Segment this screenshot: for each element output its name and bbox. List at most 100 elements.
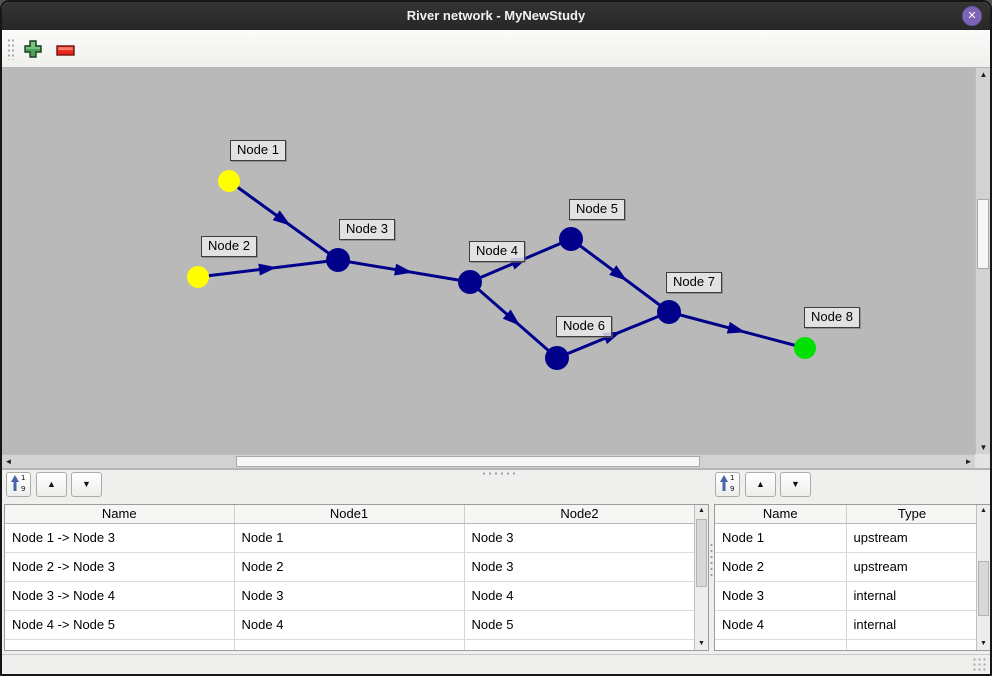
column-header[interactable]: Node2 [464,505,696,524]
table-cell[interactable] [5,639,235,650]
column-header[interactable]: Node1 [234,505,465,524]
titlebar[interactable]: River network - MyNewStudy ✕ [2,2,990,30]
table-cell[interactable]: Node 3 -> Node 4 [5,581,235,611]
table-cell[interactable]: Node 3 [234,581,465,611]
node-circle[interactable] [794,337,816,359]
resize-grip[interactable] [972,657,987,672]
table-cell[interactable] [846,639,979,650]
toolbar-drag-handle[interactable] [7,38,15,60]
flow-direction-arrow-icon [258,263,277,276]
vertical-scroll-thumb[interactable] [977,199,989,269]
add-node-button[interactable] [21,37,45,61]
table-cell[interactable] [234,639,465,650]
node-circle[interactable] [559,227,583,251]
up-arrow-icon: ▲ [47,479,56,489]
status-bar [2,654,990,674]
node-circle[interactable] [218,170,240,192]
vertical-splitter[interactable] [709,542,714,578]
nodes-table-scrollbar[interactable]: ▲ ▼ [976,505,990,650]
node-label[interactable]: Node 3 [339,219,395,240]
branches-move-up-button[interactable]: ▲ [36,472,67,497]
sort-ascending-1-9-icon: 1 9 [720,474,734,493]
scroll-down-icon[interactable]: ▼ [698,640,705,647]
node-label[interactable]: Node 2 [201,236,257,257]
svg-text:9: 9 [730,485,734,492]
scroll-thumb[interactable] [978,561,989,616]
nodes-move-up-button[interactable]: ▲ [745,472,776,497]
node-label[interactable]: Node 8 [804,307,860,328]
table-cell[interactable]: Node 1 [715,523,847,553]
horizontal-splitter[interactable] [2,468,990,475]
node-label[interactable]: Node 6 [556,316,612,337]
horizontal-scroll-thumb[interactable] [236,456,700,467]
table-cell[interactable]: Node 3 [464,552,696,582]
table-cell[interactable]: Node 2 [715,552,847,582]
branches-sort-button[interactable]: 1 9 [6,472,31,497]
table-cell[interactable]: Node 4 [715,610,847,640]
table-cell[interactable]: Node 4 [234,610,465,640]
table-row[interactable] [715,639,979,650]
nodes-sort-button[interactable]: 1 9 [715,472,740,497]
scroll-up-icon[interactable]: ▲ [980,507,987,514]
scroll-right-icon[interactable]: ► [964,457,973,466]
table-cell[interactable]: Node 1 [234,523,465,553]
table-cell[interactable]: internal [846,581,979,611]
scroll-thumb[interactable] [696,519,707,587]
node-circle[interactable] [187,266,209,288]
branches-move-down-button[interactable]: ▼ [71,472,102,497]
table-cell[interactable]: Node 3 [715,581,847,611]
scroll-up-icon[interactable]: ▲ [979,70,988,79]
table-cell[interactable]: Node 3 [464,523,696,553]
table-cell[interactable]: Node 1 -> Node 3 [5,523,235,553]
table-cell[interactable]: internal [846,610,979,640]
network-canvas[interactable]: Node 1 Node 2 Node 3 Node 4 Node 5 Node 6 Node… [2,68,975,454]
svg-text:9: 9 [21,485,25,492]
scroll-left-icon[interactable]: ◄ [4,457,13,466]
table-cell[interactable] [715,639,847,650]
flow-direction-arrow-icon [272,210,291,226]
flow-direction-arrow-icon [609,265,628,281]
node-circle[interactable] [657,300,681,324]
node-circle[interactable] [458,270,482,294]
canvas-horizontal-scrollbar[interactable]: ◄ ► [2,454,975,468]
column-header[interactable]: Name [715,505,847,524]
node-circle[interactable] [326,248,350,272]
column-header[interactable]: Name [5,505,235,524]
node-label[interactable]: Node 7 [666,272,722,293]
table-cell[interactable]: upstream [846,523,979,553]
table-cell[interactable] [464,639,696,650]
close-button[interactable]: ✕ [962,6,982,26]
table-cell[interactable]: Node 2 -> Node 3 [5,552,235,582]
scroll-down-icon[interactable]: ▼ [980,640,987,647]
table-cell[interactable]: Node 2 [234,552,465,582]
table-cell[interactable]: upstream [846,552,979,582]
canvas-vertical-scrollbar[interactable]: ▲ ▼ [975,68,990,454]
table-cell[interactable]: Node 4 [464,581,696,611]
table-row[interactable] [5,639,696,650]
scroll-up-icon[interactable]: ▲ [698,507,705,514]
node-label[interactable]: Node 1 [230,140,286,161]
scroll-down-icon[interactable]: ▼ [979,443,988,452]
flow-direction-arrow-icon [394,263,413,276]
remove-node-button[interactable] [54,40,78,64]
table-cell[interactable]: Node 5 [464,610,696,640]
column-header[interactable]: Type [846,505,979,524]
node-circle[interactable] [545,346,569,370]
node-label[interactable]: Node 4 [469,241,525,262]
nodes-move-down-button[interactable]: ▼ [780,472,811,497]
table-cell[interactable]: Node 4 -> Node 5 [5,610,235,640]
node-label[interactable]: Node 5 [569,199,625,220]
branches-table-scrollbar[interactable]: ▲ ▼ [694,505,708,650]
